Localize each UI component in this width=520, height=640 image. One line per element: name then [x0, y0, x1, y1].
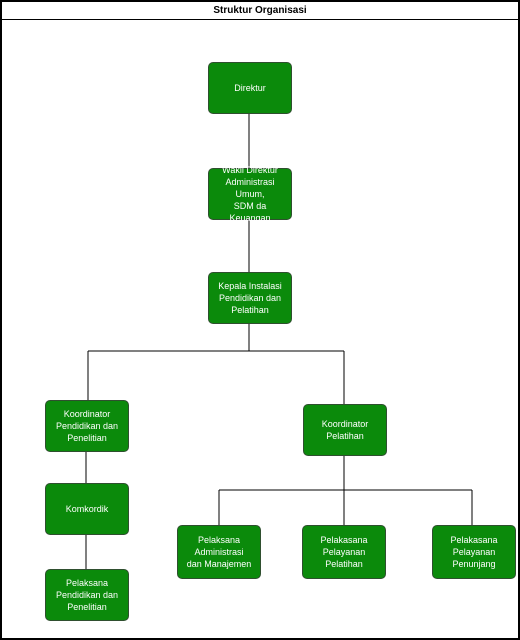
diagram-title: Struktur Organisasi: [2, 2, 518, 20]
node-pelaksana-penunjang: Pelakasana Pelayanan Penunjang: [432, 525, 516, 579]
node-koordinator-pendidikan: Koordinator Pendidikan dan Penelitian: [45, 400, 129, 452]
node-kepala-instalasi: Kepala Instalasi Pendidikan dan Pelatiha…: [208, 272, 292, 324]
node-komkordik: Komkordik: [45, 483, 129, 535]
node-koordinator-pelatihan: Koordinator Pelatihan: [303, 404, 387, 456]
node-pelaksana-administrasi: Pelaksana Administrasi dan Manajemen: [177, 525, 261, 579]
node-direktur: Direktur: [208, 62, 292, 114]
node-pelaksana-pelatihan: Pelakasana Pelayanan Pelatihan: [302, 525, 386, 579]
node-pelaksana-pendidikan: Pelaksana Pendidikan dan Penelitian: [45, 569, 129, 621]
node-wakil-direktur: Wakil Direktur Administrasi Umum, SDM da…: [208, 165, 292, 223]
